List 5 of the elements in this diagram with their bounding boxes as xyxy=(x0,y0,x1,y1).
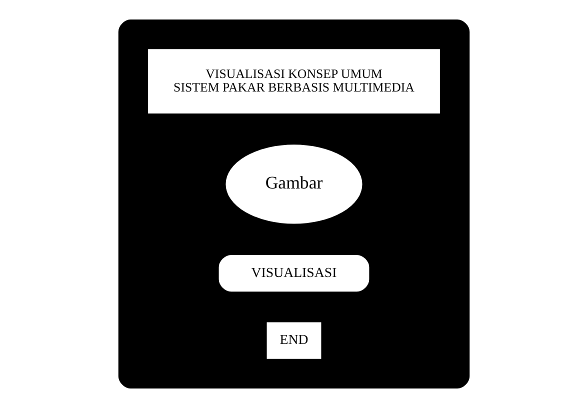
node-box: VISUALISASI KONSEP UMUM SISTEM PAKAR BERBASIS MULTIMEDIA xyxy=(148,49,440,114)
node-box: VISUALISASI xyxy=(218,254,369,292)
cluster xyxy=(118,19,470,389)
node-ellipse: Gambar xyxy=(225,144,362,224)
node-box: END xyxy=(266,322,321,359)
